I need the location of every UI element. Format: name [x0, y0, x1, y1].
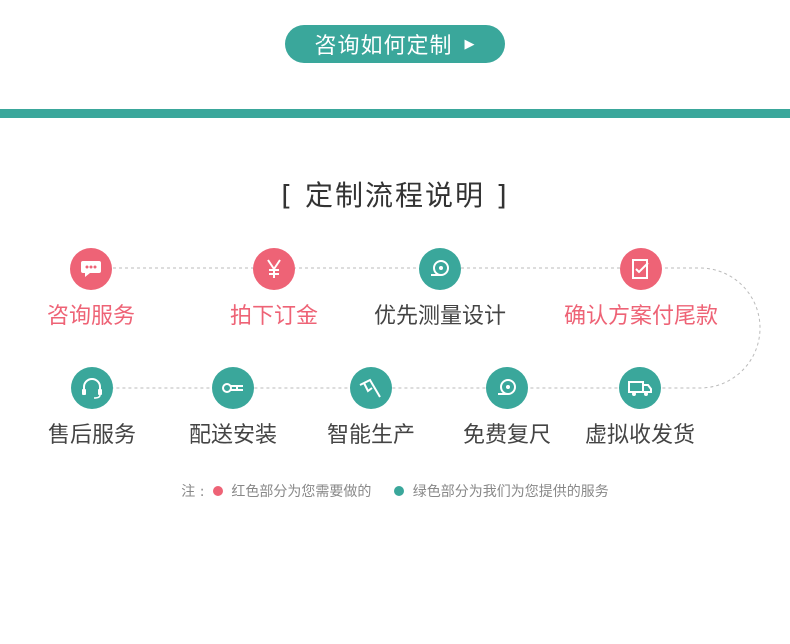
step-measure-design: 优先测量设计 — [355, 248, 525, 330]
step-label: 拍下订金 — [229, 304, 318, 329]
wrench-icon — [212, 367, 254, 409]
step-after-sales: 售后服务 — [7, 367, 177, 449]
tape-measure-icon — [486, 367, 528, 409]
legend-green-text: 绿色部分为我们为您提供的服务 — [412, 484, 609, 500]
step-label: 优先测量设计 — [373, 304, 506, 329]
legend-prefix: 注 : — [181, 484, 205, 500]
step-deposit: 拍下订金 — [189, 248, 359, 330]
step-consult-service: 咨询服务 — [6, 248, 176, 330]
consult-label: 咨询如何定制 — [314, 34, 453, 59]
truck-icon — [619, 367, 661, 409]
chat-bubble-icon — [70, 248, 112, 290]
step-label: 确认方案付尾款 — [563, 304, 718, 329]
step-label: 智能生产 — [326, 423, 415, 448]
step-delivery-install: 配送安装 — [148, 367, 318, 449]
yen-icon — [253, 248, 295, 290]
step-confirm-pay: 确认方案付尾款 — [556, 248, 726, 330]
step-virtual-shipping: 虚拟收发货 — [555, 367, 725, 449]
process-title: [ 定制流程说明 ] — [281, 179, 509, 212]
play-arrow-icon: ▶ — [464, 36, 476, 52]
checklist-icon — [620, 248, 662, 290]
step-smart-production: 智能生产 — [286, 367, 456, 449]
tape-measure-icon — [419, 248, 461, 290]
red-dot-icon — [212, 486, 223, 496]
green-dot-icon — [394, 486, 405, 496]
section-divider — [0, 109, 790, 118]
step-label: 虚拟收发货 — [584, 423, 695, 448]
headset-icon — [71, 367, 113, 409]
step-free-remeasure: 免费复尺 — [422, 367, 592, 449]
legend-red-text: 红色部分为您需要做的 — [231, 484, 372, 500]
step-label: 咨询服务 — [46, 304, 135, 329]
saw-icon — [350, 367, 392, 409]
consult-button[interactable]: 咨询如何定制 ▶ — [285, 25, 505, 63]
legend-note: 注 : 红色部分为您需要做的 绿色部分为我们为您提供的服务 — [0, 481, 790, 501]
step-label: 免费复尺 — [462, 423, 551, 448]
step-label: 配送安装 — [188, 423, 277, 448]
step-label: 售后服务 — [47, 423, 136, 448]
